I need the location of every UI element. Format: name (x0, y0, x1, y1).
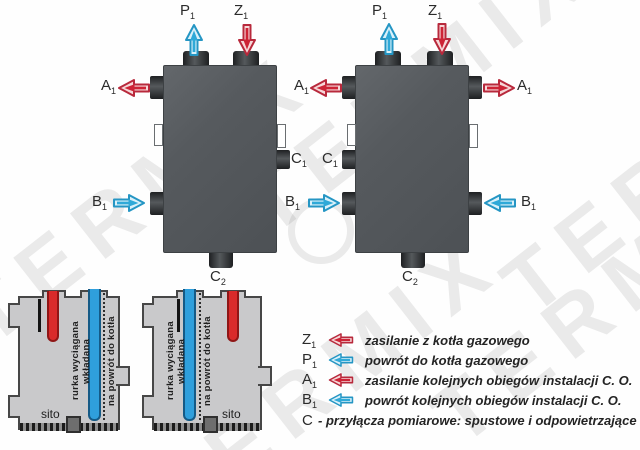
legend-cyan-arrow-icon (328, 392, 354, 408)
port-label-p1: P1 (180, 2, 196, 21)
cs-sieve-label: sito (222, 407, 241, 421)
left-tank-port-a1 (150, 76, 165, 99)
port-label-b1: B1 (521, 193, 537, 212)
cs-return-label: na powrót do kotła (202, 316, 213, 406)
legend-red-arrow-icon (328, 332, 354, 348)
cs-tube-label: rurka wyciągana wkładana (165, 321, 187, 401)
port-label-z1: Z1 (428, 2, 443, 21)
port-label-z1: Z1 (234, 2, 249, 21)
cs-port-stub (116, 366, 130, 386)
port-label-a1: A1 (294, 77, 310, 96)
legend-text: powrót do kotła gazowego (365, 352, 529, 368)
legend-note-text: - przyłącza pomiarowe: spustowe i odpowi… (318, 412, 637, 428)
left-tank-nozzle-z1 (233, 51, 259, 66)
cs-port-stub (258, 366, 272, 386)
right-tank-port-b1-left (342, 192, 357, 215)
legend-text: zasilanie z kotła gazowego (365, 332, 530, 348)
supply-arrow-a1-right (482, 78, 516, 98)
port-label-p1: P1 (372, 2, 388, 21)
port-label-b1: B1 (92, 193, 108, 212)
cs-sensor-line (177, 299, 180, 332)
right-tank-port-c1 (342, 150, 357, 169)
cs-return-label: na powrót do kotła (106, 316, 117, 406)
cs-blue-tube (183, 289, 196, 421)
left-tank-bracket-right (277, 124, 286, 148)
legend-symbol-c: C (302, 411, 313, 429)
cs-vessel-body (152, 296, 262, 430)
return-arrow-b1-right (307, 193, 341, 213)
legend-row-b1: B1 powrót kolejnych obiegów instalacji C… (302, 390, 638, 410)
legend: Z1 zasilanie z kotła gazowego P1 powrót … (302, 330, 638, 430)
left-tank-bracket-left (154, 124, 163, 146)
port-label-c2: C2 (210, 268, 226, 287)
cs-dotted-line (199, 293, 201, 420)
legend-text: zasilanie kolejnych obiegów instalacji C… (365, 372, 633, 388)
left-tank-port-c1 (275, 150, 290, 169)
legend-row-c: C - przyłącza pomiarowe: spustowe i odpo… (302, 410, 638, 430)
port-label-c2: C2 (402, 268, 418, 287)
legend-symbol-b1: B1 (302, 390, 318, 410)
cs-port-stub (8, 303, 20, 328)
cs-sieve-label: sito (41, 407, 60, 421)
cs-port-stub (142, 395, 154, 418)
return-arrow-p1-up (379, 22, 399, 56)
left-separator-tank (163, 65, 277, 253)
legend-text: powrót kolejnych obiegów instalacji C. O… (365, 392, 622, 408)
supply-arrow-a1-left (309, 78, 343, 98)
legend-symbol-p1: P1 (302, 350, 318, 370)
legend-row-a1: A1 zasilanie kolejnych obiegów instalacj… (302, 370, 638, 390)
port-label-c1: C1 (291, 150, 307, 169)
right-tank-nozzle-c2 (401, 252, 425, 268)
legend-symbol-a1: A1 (302, 370, 318, 390)
cs-sensor-line (38, 299, 41, 332)
return-arrow-p1-up (184, 23, 204, 57)
port-label-a1: A1 (101, 77, 117, 96)
port-label-b1: B1 (285, 193, 301, 212)
left-tank-port-b1 (150, 192, 165, 215)
cs-port-stub (8, 395, 20, 418)
cs-drain-block (203, 416, 218, 433)
supply-arrow-z1-down (237, 23, 257, 57)
cs-red-tube (227, 291, 239, 342)
right-tank-nozzle-p1 (375, 51, 401, 66)
legend-cyan-arrow-icon (328, 352, 354, 368)
left-tank-nozzle-c2 (209, 252, 233, 268)
legend-symbol-z1: Z1 (302, 330, 317, 350)
cs-port-stub (142, 303, 154, 328)
right-tank-port-b1-right (467, 192, 482, 215)
right-tank-bracket-right (469, 124, 478, 148)
port-label-a1: A1 (517, 77, 533, 96)
cs-blue-tube (88, 289, 101, 421)
return-arrow-b1-left (483, 193, 517, 213)
return-arrow-b1-right (112, 193, 146, 213)
right-tank-nozzle-z1 (427, 51, 453, 66)
port-label-c1: C1 (322, 150, 338, 169)
legend-row-z1: Z1 zasilanie z kotła gazowego (302, 330, 638, 350)
right-tank-port-a1-left (342, 76, 357, 99)
cs-red-tube (47, 291, 59, 342)
cs-drain-block (66, 416, 81, 433)
right-separator-tank (355, 65, 469, 253)
cs-tube-label: rurka wyciągana wkładana (70, 321, 92, 401)
supply-arrow-z1-down (432, 22, 452, 56)
legend-row-p1: P1 powrót do kotła gazowego (302, 350, 638, 370)
legend-red-arrow-icon (328, 372, 354, 388)
cs-dotted-line (103, 293, 105, 420)
supply-arrow-a1-left (117, 78, 151, 98)
right-tank-bracket-left (347, 124, 356, 146)
right-tank-port-a1-right (467, 76, 482, 99)
